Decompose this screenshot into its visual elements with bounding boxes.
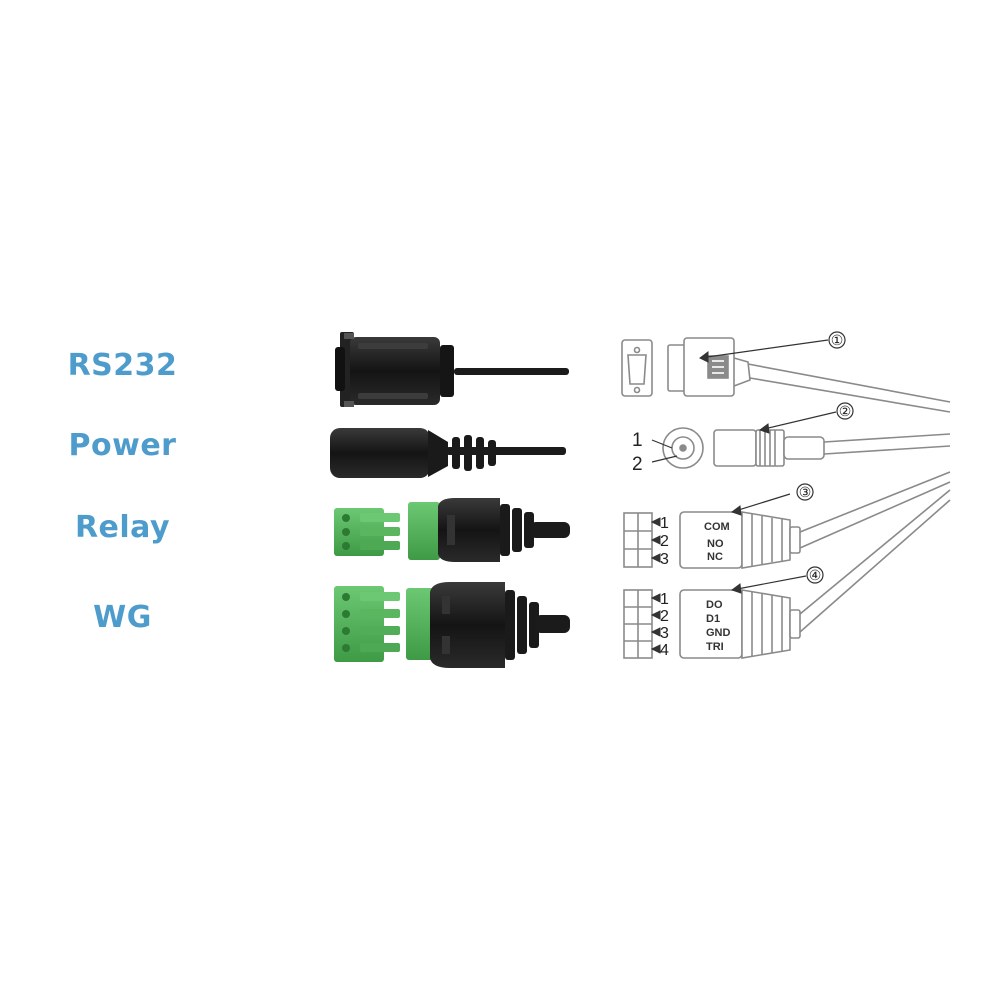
power-diagram bbox=[651, 402, 951, 469]
wg-signal-tri: TRI bbox=[706, 641, 724, 653]
power-pin-1: 1 bbox=[632, 430, 643, 451]
relay-signal-nc: NC bbox=[707, 551, 723, 563]
relay-diagram bbox=[623, 471, 951, 569]
wg-pin-4: 4 bbox=[660, 642, 669, 659]
wg-connector-photo bbox=[334, 582, 570, 668]
relay-signal-no: NO bbox=[707, 538, 724, 550]
callout-2: ② bbox=[839, 403, 852, 419]
relay-signal-com: COM bbox=[704, 521, 730, 533]
power-pin-2: 2 bbox=[632, 454, 643, 475]
power-connector-photo bbox=[330, 428, 566, 478]
wg-pin-3: 3 bbox=[660, 625, 669, 642]
relay-pin-3: 3 bbox=[660, 551, 669, 568]
label-rs232: RS232 bbox=[67, 348, 178, 383]
wg-pin-2: 2 bbox=[660, 608, 669, 625]
wg-signal-d1: D1 bbox=[706, 613, 720, 625]
relay-connector-photo bbox=[334, 498, 570, 562]
callout-4: ④ bbox=[809, 567, 822, 583]
wg-pin-1: 1 bbox=[660, 591, 669, 608]
relay-pin-2: 2 bbox=[660, 533, 669, 550]
label-power: Power bbox=[68, 428, 177, 463]
callout-3: ③ bbox=[799, 484, 812, 500]
label-relay: Relay bbox=[74, 510, 171, 545]
wg-signal-do: DO bbox=[706, 599, 723, 611]
rs232-connector-photo bbox=[335, 332, 569, 407]
wiring-diagram bbox=[621, 331, 951, 659]
callout-1: ① bbox=[831, 332, 844, 348]
wg-signal-gnd: GND bbox=[706, 627, 731, 639]
wg-diagram bbox=[623, 489, 951, 659]
label-wg: WG bbox=[93, 600, 152, 635]
relay-pin-1: 1 bbox=[660, 515, 669, 532]
rs232-diagram bbox=[621, 331, 951, 413]
